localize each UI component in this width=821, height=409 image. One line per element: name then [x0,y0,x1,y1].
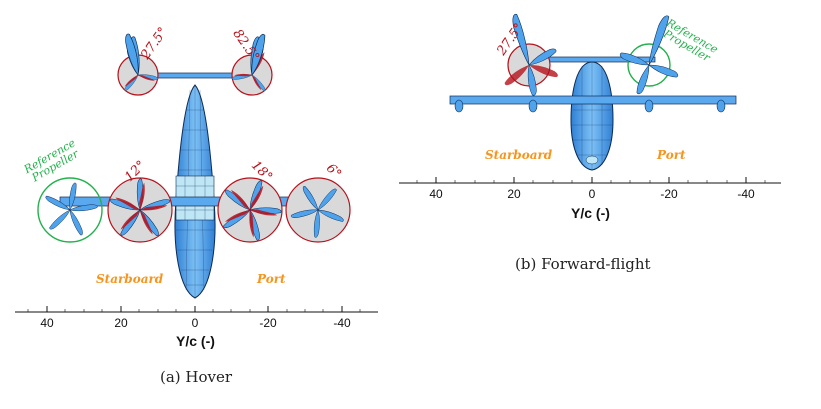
tick-label: -40 [737,187,755,201]
port-label: Port [257,272,286,286]
reference-propeller-circle [37,177,103,243]
reference-propeller [44,182,98,237]
hover-aircraft-diagram [15,32,378,313]
tick-label: 20 [114,316,128,330]
caption: (b) Forward-flight [515,255,651,273]
tick-label: 20 [507,187,521,201]
tick-label: -40 [333,316,351,330]
hover-x-axis [15,306,378,313]
propeller-tail-starboard [504,13,558,96]
tick-label: 40 [40,316,54,330]
reference-propeller [619,15,679,95]
tick-label: 40 [429,187,443,201]
forward-flight-panel: 27.5° Reference Propeller Starboard Port… [395,0,821,290]
tick-label: 0 [191,316,199,330]
fuselage [570,61,614,171]
axis-title: Y/c (-) [176,333,215,349]
axis-title: Y/c (-) [571,205,610,221]
fuselage [174,84,216,299]
starboard-label: Starboard [96,272,164,286]
caption: (a) Hover [160,368,233,386]
tick-label: -20 [259,316,277,330]
port-label: Port [657,148,686,162]
forward-flight-x-axis [399,177,781,184]
main-wing [449,95,737,105]
tick-label: -20 [660,187,678,201]
wing-nacelles [454,99,726,113]
reference-propeller-circle [627,43,671,87]
tick-label: 0 [588,187,596,201]
starboard-label: Starboard [485,148,553,162]
forward-flight-aircraft-diagram [399,13,781,184]
hover-panel: 27.5° 82.5° 12° 18° 6° Reference Propell… [0,0,400,409]
